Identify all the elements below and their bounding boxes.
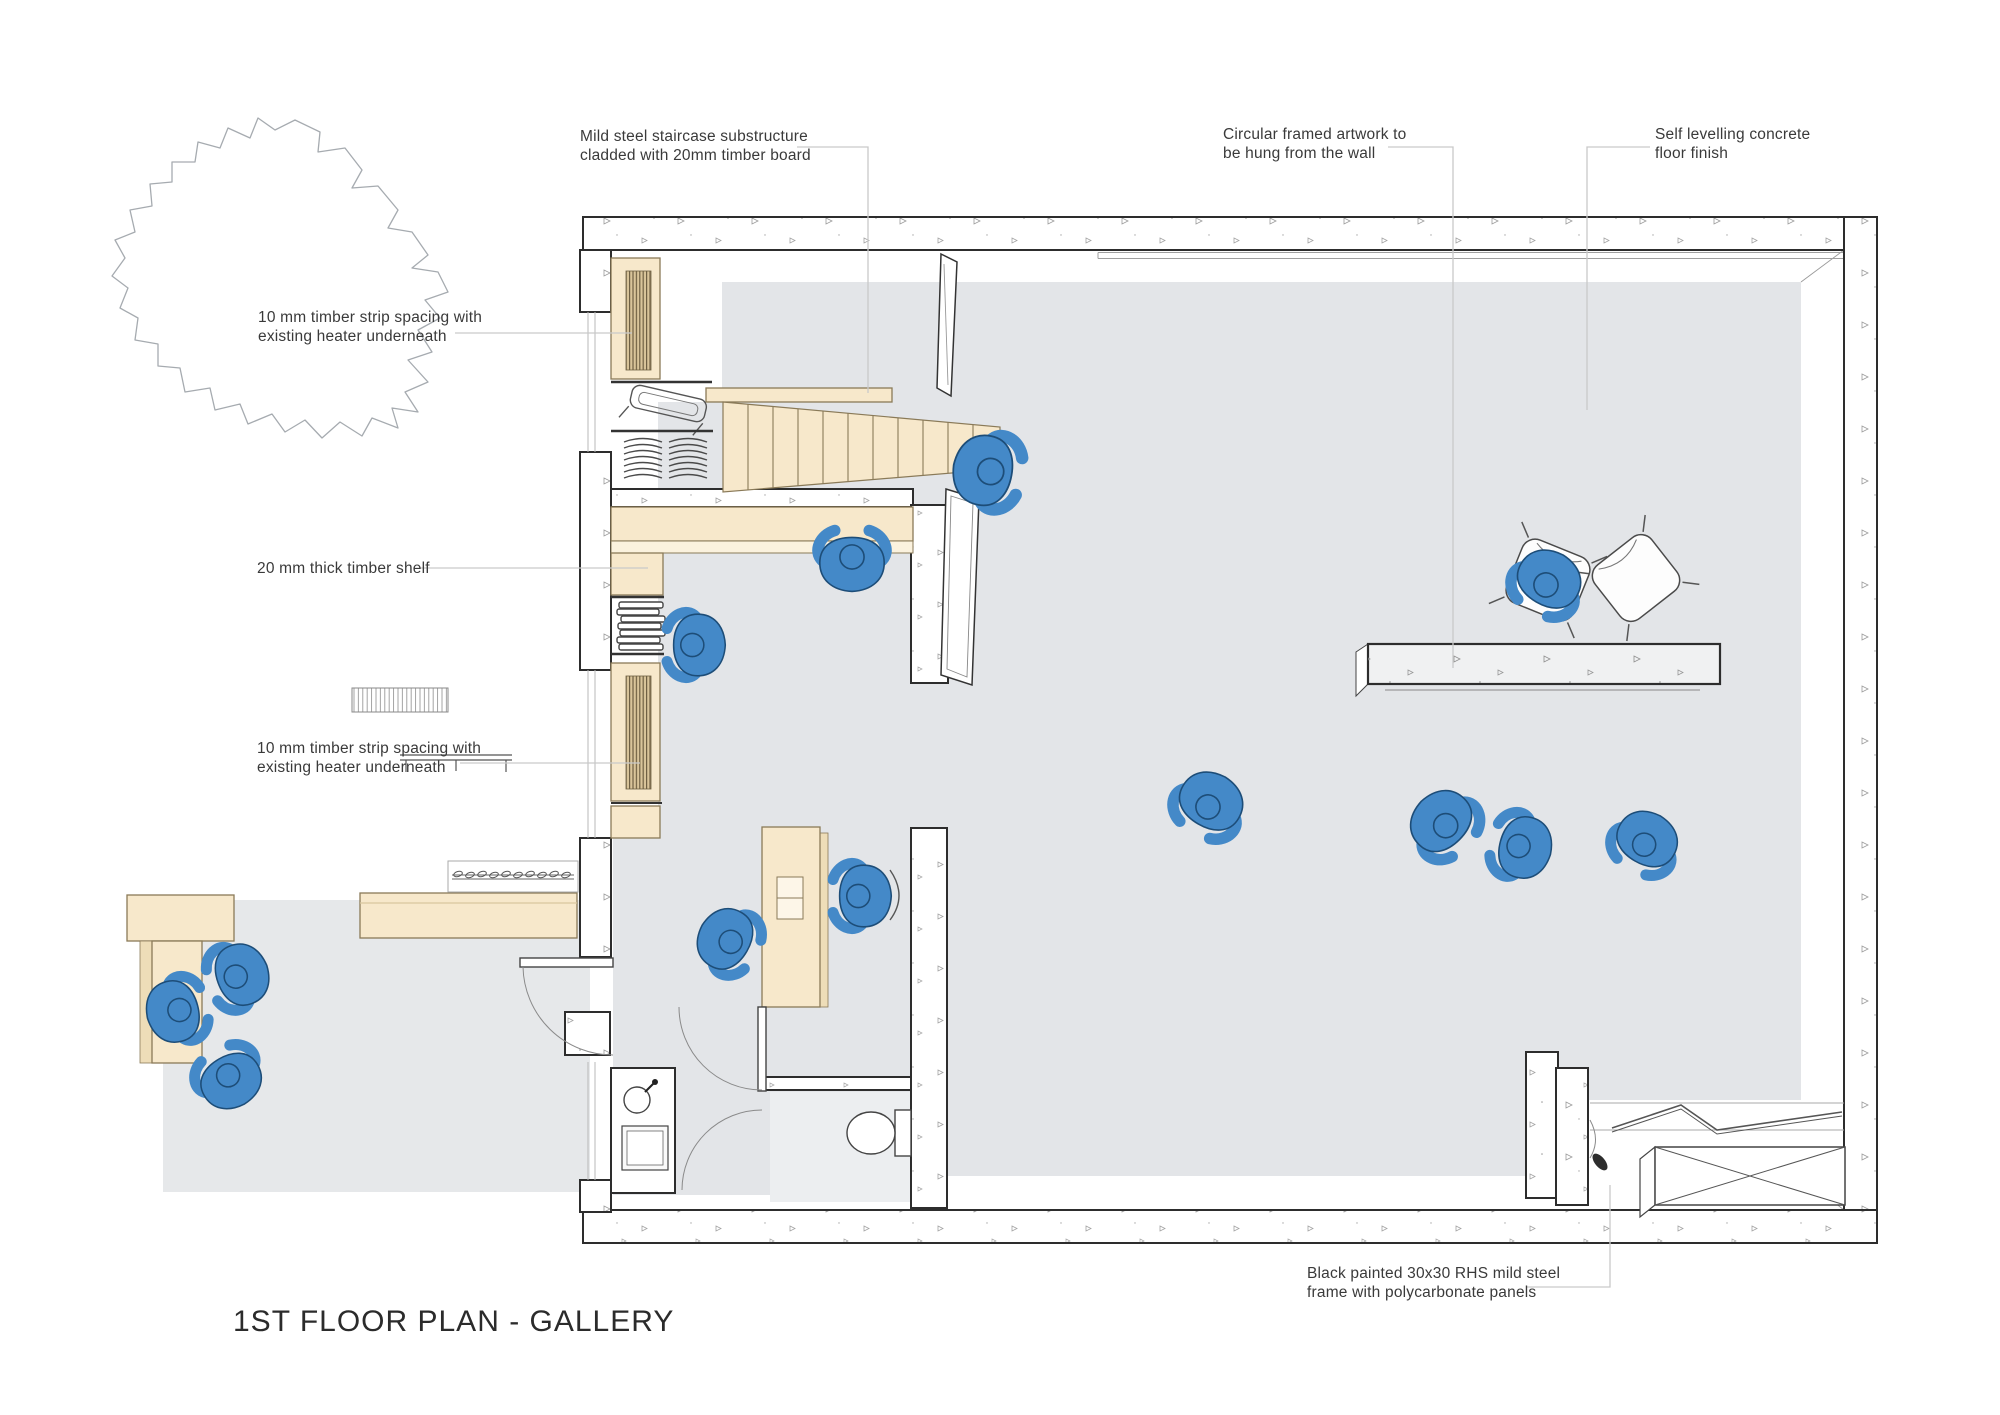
timber-counter bbox=[610, 506, 914, 839]
annotation-line: 10 mm timber strip spacing with bbox=[257, 740, 481, 757]
washbasin-tap-dot bbox=[652, 1079, 658, 1085]
wall-left-segment-1 bbox=[579, 249, 612, 313]
wall-bottom bbox=[582, 1209, 1878, 1244]
folding-partition-area bbox=[1589, 1102, 1846, 1219]
annotation-line: existing heater underneath bbox=[257, 759, 446, 776]
door-leaf-inner bbox=[757, 1006, 767, 1092]
washbasin-bowl bbox=[623, 1086, 651, 1114]
annotation-line: Circular framed artwork to bbox=[1223, 126, 1407, 143]
annotation-line: 10 mm timber strip spacing with bbox=[258, 309, 482, 326]
annotation-heater-top: 10 mm timber strip spacing with existing… bbox=[258, 309, 487, 345]
exterior-walls bbox=[564, 216, 1878, 1244]
partition-column-1 bbox=[1525, 1051, 1559, 1199]
annotation-artwork: Circular framed artwork to be hung from … bbox=[1223, 126, 1411, 162]
reception-desk-side bbox=[819, 832, 829, 1008]
washbasin-mirror-inner bbox=[626, 1130, 664, 1166]
wall-mounted-bench bbox=[400, 754, 512, 772]
shelf-column-lower bbox=[610, 805, 661, 839]
annotation-line: frame with polycarbonate panels bbox=[1307, 1284, 1536, 1301]
wc-cistern bbox=[894, 1109, 912, 1157]
annotation-line: existing heater underneath bbox=[258, 328, 447, 345]
interior-partitions bbox=[610, 488, 1589, 1209]
door-swing-wc bbox=[681, 1109, 763, 1191]
wall-left-segment-3 bbox=[579, 837, 612, 958]
wall-right bbox=[1843, 216, 1878, 1244]
framed-artwork-1 bbox=[936, 252, 958, 398]
desk-chair bbox=[889, 869, 900, 921]
wall-left-stub bbox=[564, 1011, 611, 1056]
heater-bottom-strips bbox=[625, 675, 652, 790]
annotation-line: Self levelling concrete bbox=[1655, 126, 1810, 143]
outdoor-bench bbox=[359, 892, 578, 939]
annotation-timber-shelf: 20 mm thick timber shelf bbox=[257, 560, 430, 577]
annotation-steel-frame: Black painted 30x30 RHS mild steel frame… bbox=[1307, 1265, 1565, 1301]
wall-left-segment-2 bbox=[579, 451, 612, 671]
framed-artwork-2 bbox=[940, 487, 980, 687]
reception-area bbox=[519, 826, 912, 1194]
annotation-leaders bbox=[420, 146, 1650, 1288]
person-at-bookshelf bbox=[667, 612, 725, 677]
window-glazing bbox=[587, 312, 596, 1180]
wc-wall-horizontal bbox=[759, 1076, 912, 1091]
crate-x-2 bbox=[1654, 1146, 1846, 1206]
framed-artwork-1-inner bbox=[943, 263, 949, 386]
folding-partition-panels-inner bbox=[1611, 1108, 1843, 1135]
plinth-texture bbox=[1368, 644, 1720, 684]
annotation-line: cladded with 20mm timber board bbox=[580, 147, 811, 164]
door-swing-inner bbox=[678, 1006, 763, 1091]
stacked-chairs-2 bbox=[668, 437, 708, 479]
person-sitting-at-desk bbox=[833, 863, 891, 928]
stair-stringer bbox=[705, 387, 893, 403]
wall-top bbox=[582, 216, 1878, 251]
floor-grate bbox=[351, 687, 449, 713]
corner-bevel-top-right bbox=[1800, 249, 1845, 283]
annotation-line: Black painted 30x30 RHS mild steel bbox=[1307, 1265, 1560, 1282]
wc-toilet bbox=[846, 1111, 896, 1155]
shelf-column-upper bbox=[610, 552, 664, 596]
annotation-staircase: Mild steel staircase substructure cladde… bbox=[580, 128, 813, 164]
partition-column-2 bbox=[1555, 1067, 1589, 1206]
door-swing-terrace bbox=[522, 966, 614, 1056]
wc-wall-vertical bbox=[910, 827, 948, 1209]
person-at-counter bbox=[818, 531, 886, 592]
leader-staircase bbox=[797, 146, 869, 393]
stacked-chairs-1 bbox=[623, 437, 663, 479]
storage-room bbox=[610, 257, 713, 479]
annotation-floor-finish: Self levelling concrete floor finish bbox=[1655, 126, 1815, 162]
annotation-line: Mild steel staircase substructure bbox=[580, 128, 808, 145]
staircase bbox=[705, 387, 1001, 493]
annotation-line: floor finish bbox=[1655, 145, 1728, 162]
artwork-hanging-rail bbox=[1097, 252, 1843, 259]
annotation-line: be hung from the wall bbox=[1223, 145, 1375, 162]
coat-rail bbox=[447, 860, 579, 893]
partition-door-handle bbox=[1592, 1153, 1608, 1171]
book-stack bbox=[616, 601, 666, 651]
display-plinth bbox=[1355, 642, 1722, 698]
annotation-heater-bottom: 10 mm timber strip spacing with existing… bbox=[257, 740, 486, 776]
folding-partition-panels bbox=[1611, 1104, 1843, 1131]
tree-canopy-outline bbox=[111, 117, 449, 439]
partition-door-swing bbox=[1589, 1119, 1596, 1159]
storage-wall-horizontal bbox=[610, 488, 914, 508]
folded-chair bbox=[618, 384, 708, 436]
annotation-line: 20 mm thick timber shelf bbox=[257, 560, 430, 577]
crate-end-face bbox=[1639, 1145, 1656, 1219]
serving-table-top bbox=[126, 894, 235, 942]
leader-artwork bbox=[1388, 146, 1454, 668]
wall-left-corner bbox=[579, 1179, 612, 1213]
counter-top bbox=[610, 506, 914, 542]
leader-steel-frame bbox=[1527, 1185, 1611, 1288]
door-leaf-terrace bbox=[519, 957, 614, 968]
stair-tread-lines bbox=[747, 404, 974, 490]
leader-floor-finish bbox=[1586, 146, 1650, 410]
heater-top-strips bbox=[625, 270, 652, 371]
washbasin-tap bbox=[644, 1082, 655, 1093]
drawing-title: 1ST FLOOR PLAN - GALLERY bbox=[233, 1305, 674, 1338]
